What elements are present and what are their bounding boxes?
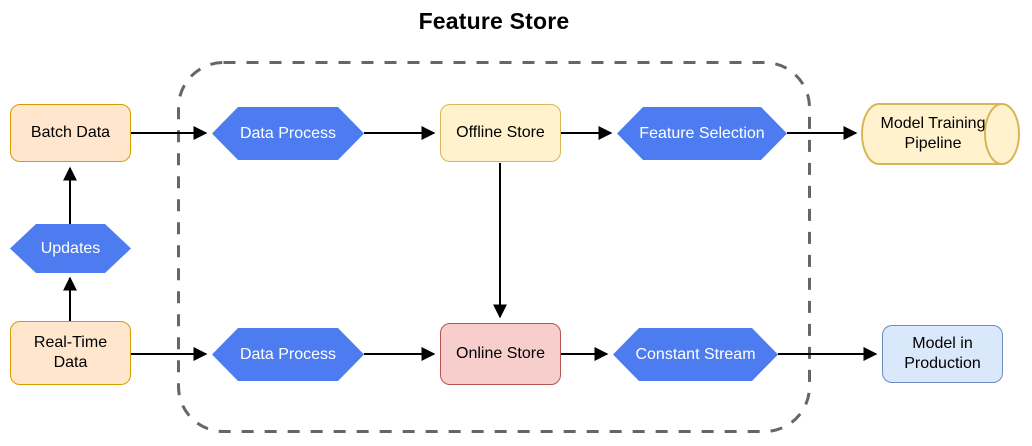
node-offline-store: Offline Store (440, 104, 561, 162)
node-updates: Updates (10, 224, 131, 273)
node-model-training-pipeline: Model Training Pipeline (862, 103, 1004, 165)
node-offline-store-label: Offline Store (456, 124, 545, 141)
node-model-in-production-label: Model in Production (904, 335, 981, 372)
node-constant-stream: Constant Stream (613, 328, 778, 381)
node-batch-data-label: Batch Data (30, 124, 111, 141)
node-feature-selection-label: Feature Selection (639, 124, 765, 142)
diagram-title: Feature Store (418, 8, 570, 34)
node-online-store: Online Store (440, 323, 561, 385)
node-real-time-data-label: Real-Time Data (33, 334, 108, 371)
node-data-process-top: Data Process (212, 107, 364, 160)
node-model-training-pipeline-label: Model Training Pipeline (880, 115, 986, 152)
node-real-time-data: Real-Time Data (10, 321, 131, 385)
node-data-process-top-label: Data Process (239, 124, 337, 142)
node-online-store-label: Online Store (456, 345, 545, 362)
node-updates-label: Updates (40, 239, 101, 257)
node-constant-stream-label: Constant Stream (635, 345, 756, 363)
node-model-in-production: Model in Production (882, 325, 1003, 383)
node-batch-data: Batch Data (10, 104, 131, 162)
edge-arrows (63, 126, 878, 361)
node-data-process-bottom-label: Data Process (239, 345, 337, 363)
node-feature-selection: Feature Selection (617, 107, 787, 160)
node-data-process-bottom: Data Process (212, 328, 364, 381)
